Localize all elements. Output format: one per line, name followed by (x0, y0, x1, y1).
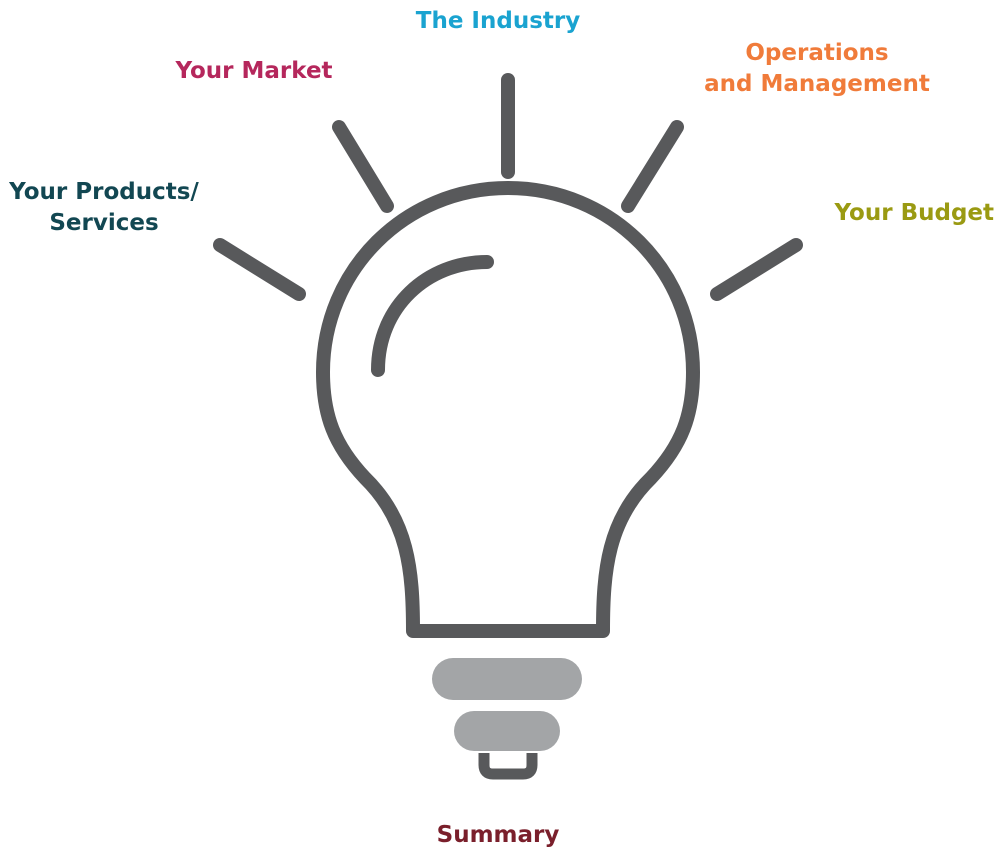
label-the-industry-text: The Industry (415, 8, 581, 34)
label-products-line1: Your Products/ (9, 179, 199, 205)
light-ray-icon (621, 120, 684, 213)
label-summary-text: Summary (436, 822, 560, 848)
label-your-budget: Your Budget (828, 198, 995, 229)
label-summary: Summary (398, 820, 598, 851)
bulb-highlight-arc (371, 255, 494, 377)
label-your-market-text: Your Market (175, 58, 333, 84)
label-your-products-services: Your Products/ Services (4, 177, 204, 239)
label-your-market: Your Market (154, 56, 354, 87)
label-products-line2: Services (49, 210, 159, 236)
label-operations-and-management: Operations and Management (687, 38, 947, 100)
light-ray-icon (332, 120, 394, 213)
label-the-industry: The Industry (398, 6, 598, 37)
label-operations-line1: Operations (745, 40, 889, 66)
light-ray-icon (710, 238, 803, 301)
bulb-tip (478, 753, 538, 780)
label-operations-line2: and Management (704, 71, 930, 97)
bulb-glass-outline (316, 181, 700, 638)
bulb-base-upper (432, 658, 582, 700)
light-ray-icon (213, 238, 306, 301)
bulb-base-lower (454, 711, 560, 751)
label-your-budget-text: Your Budget (834, 200, 995, 226)
